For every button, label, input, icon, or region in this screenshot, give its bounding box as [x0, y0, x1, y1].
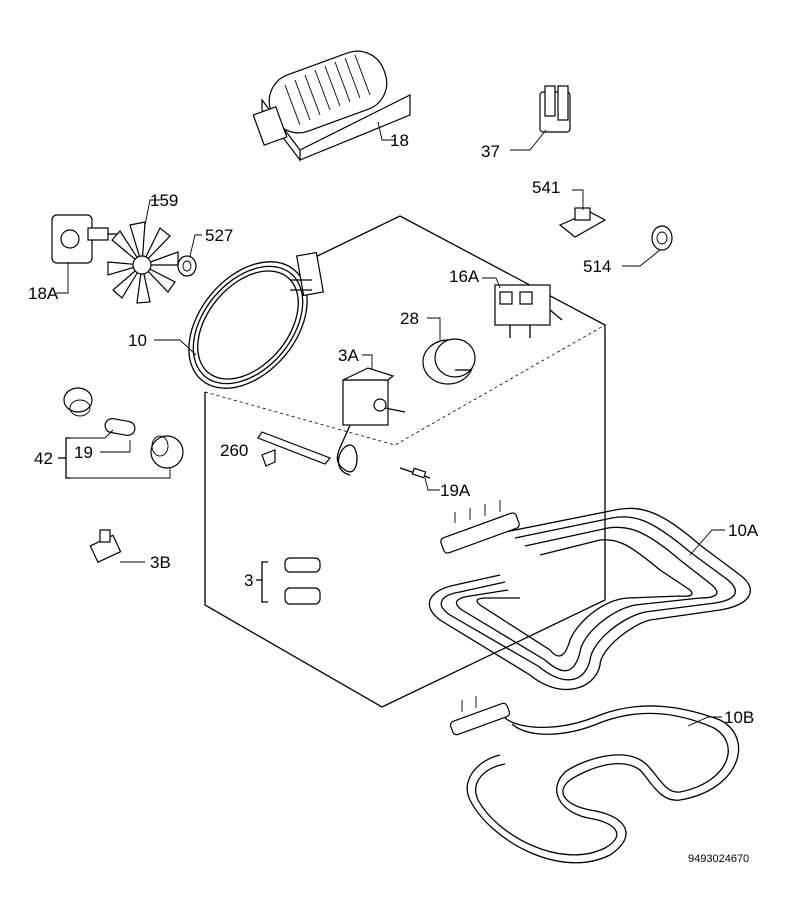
part-514-nut	[622, 225, 673, 267]
part-3B-switch	[89, 529, 145, 564]
label-42: 42	[34, 449, 53, 468]
label-10A: 10A	[728, 521, 759, 540]
label-16A: 16A	[449, 267, 480, 286]
label-37: 37	[481, 142, 500, 161]
label-3: 3	[244, 571, 253, 590]
part-260-probe	[257, 431, 331, 467]
lamp-assembly-part	[58, 387, 184, 479]
drawing-code: 9493024670	[688, 853, 749, 865]
label-18A: 18A	[28, 284, 59, 303]
part-3-terminal	[256, 557, 321, 605]
fan-motor-part	[51, 214, 118, 294]
tangential-fan-part	[252, 50, 411, 162]
part-19A-sensor	[399, 467, 440, 491]
label-19A: 19A	[440, 481, 471, 500]
thermostat-part	[336, 354, 406, 476]
bottom-heater-10B	[449, 696, 740, 864]
label-10: 10	[128, 331, 147, 350]
label-541: 541	[532, 178, 560, 197]
knob-28-part	[422, 317, 476, 385]
label-159: 159	[150, 191, 178, 210]
oven-cavity-outline	[204, 215, 606, 708]
part-541-bracket	[558, 189, 607, 238]
label-514: 514	[583, 257, 611, 276]
label-260: 260	[220, 441, 248, 460]
part-37-clip	[510, 85, 571, 151]
fan-wheel-part	[107, 199, 179, 304]
label-18: 18	[390, 131, 409, 150]
circular-heater-element	[154, 251, 325, 389]
label-3B: 3B	[150, 553, 171, 572]
nut-527-part	[177, 234, 202, 277]
selector-switch-part	[482, 277, 563, 338]
label-3A: 3A	[338, 346, 359, 365]
label-19: 19	[74, 443, 93, 462]
grill-element-10A	[428, 500, 752, 691]
label-10B: 10B	[724, 708, 754, 727]
label-527: 527	[205, 226, 233, 245]
label-28: 28	[400, 309, 419, 328]
